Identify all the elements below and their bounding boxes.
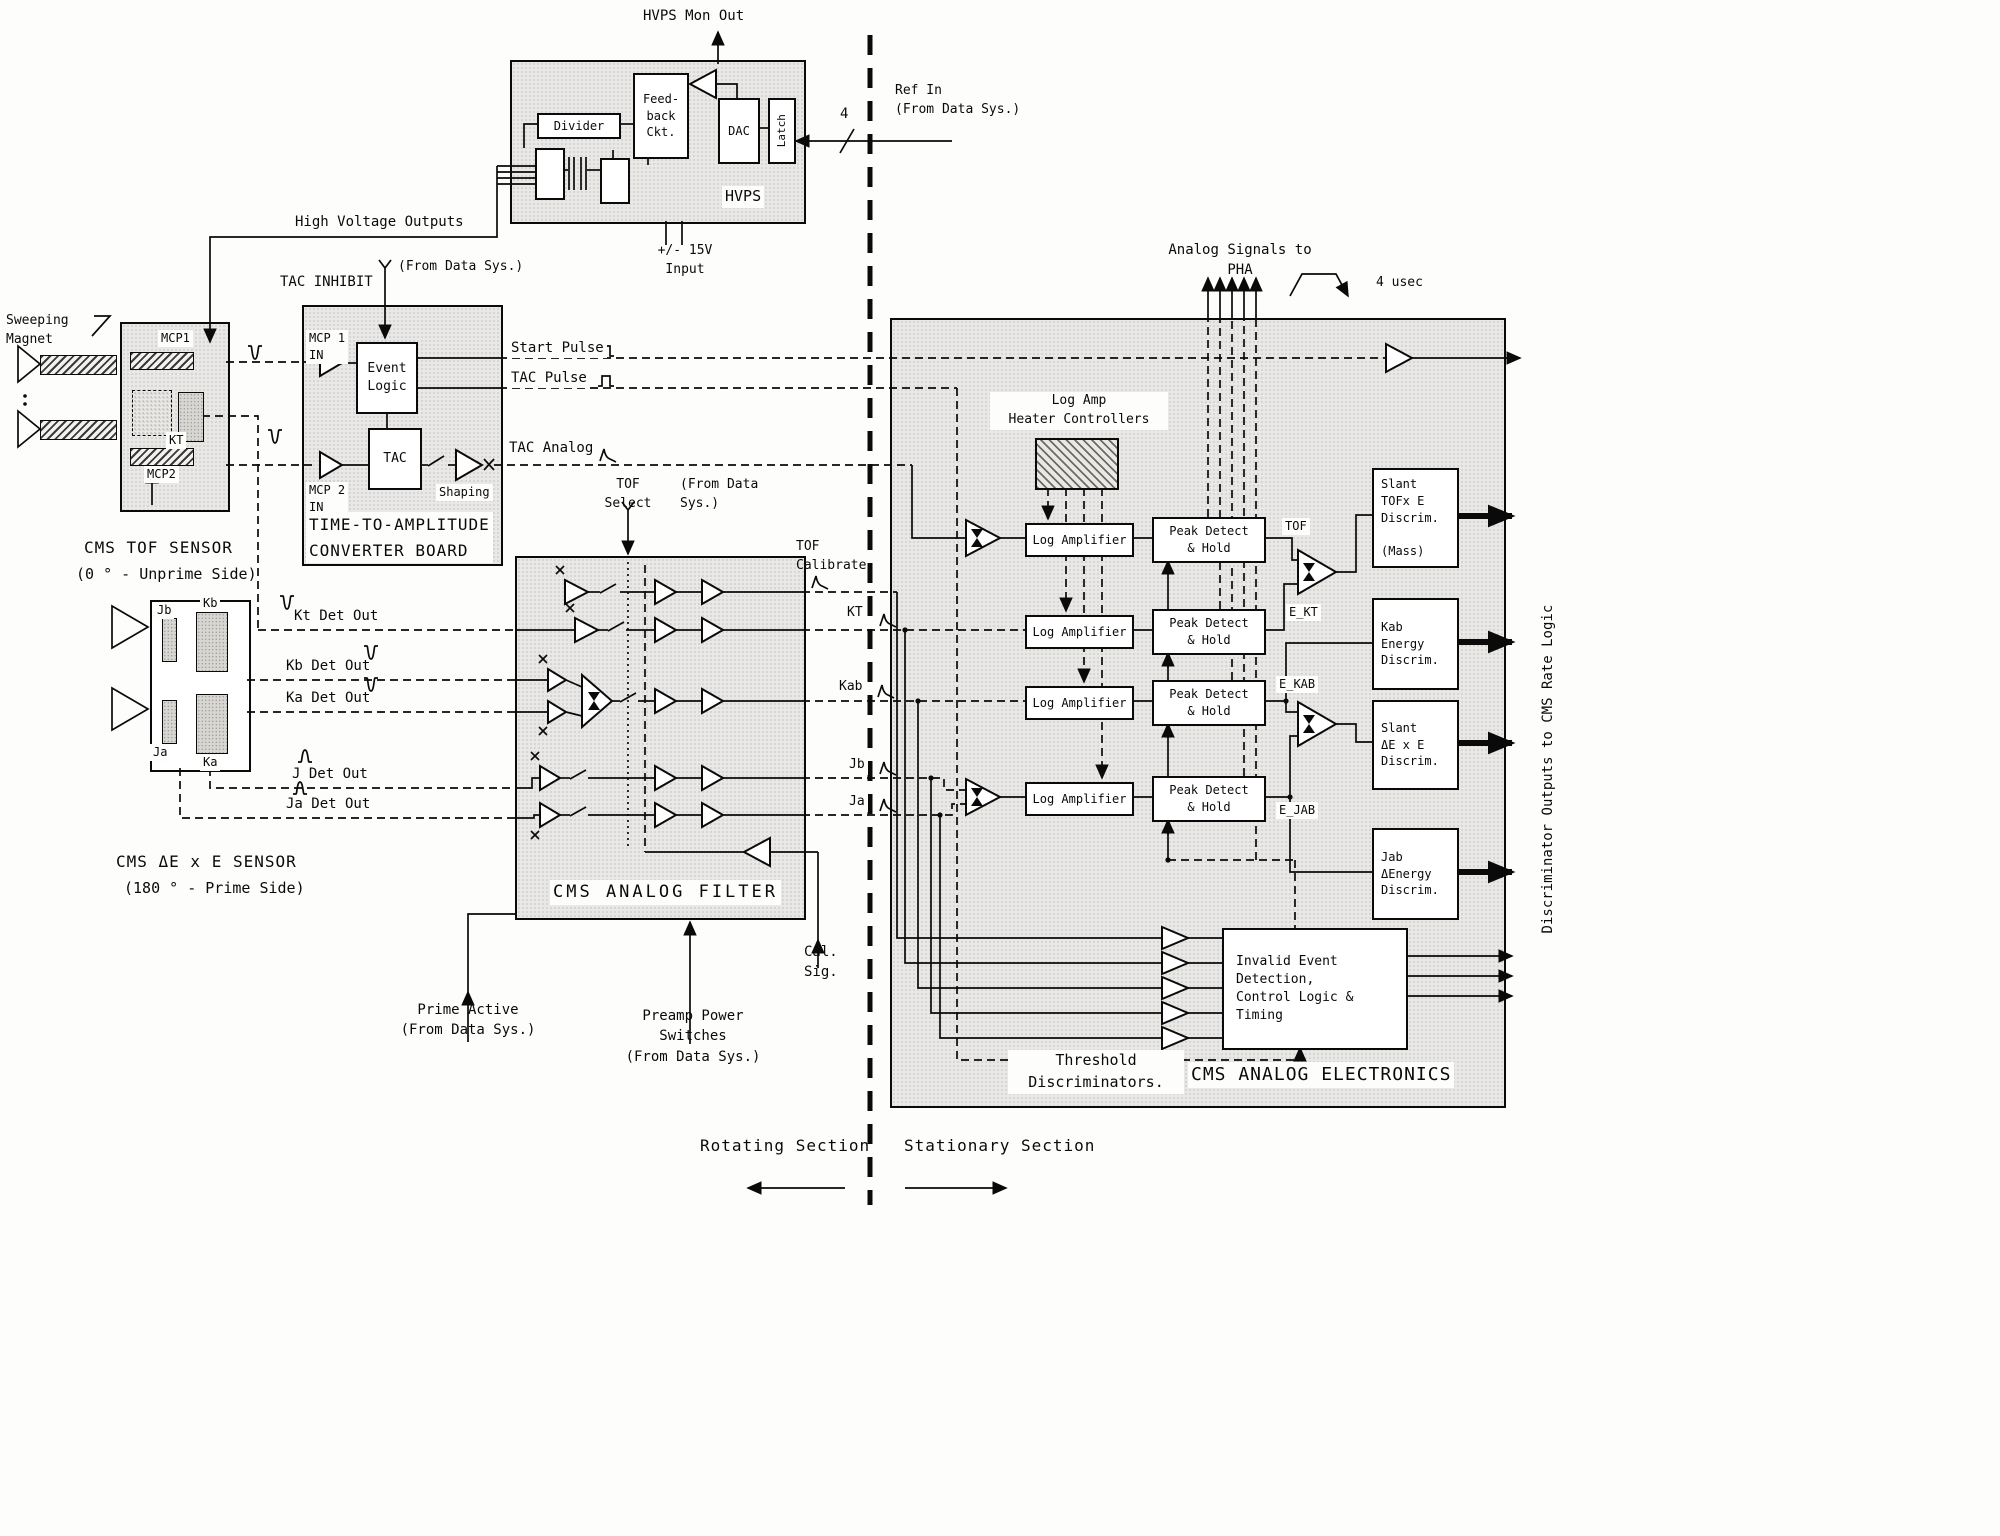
psu-input-label: +/- 15V Input: [657, 243, 713, 277]
analog-filter-title: CMS ANALOG FILTER: [550, 880, 781, 905]
mcp1-plate: [130, 352, 194, 370]
hv-outputs-label: High Voltage Outputs: [295, 214, 464, 230]
tac-analog-label: TAC Analog: [506, 438, 597, 459]
ka-det-out-label: Ka Det Out: [286, 690, 371, 706]
tof-sensor-title: CMS TOF SENSOR: [84, 538, 233, 557]
hvps-small-block-1: [535, 148, 565, 200]
ekt-node-label: E_KT: [1286, 604, 1321, 621]
kt-label: KT: [166, 432, 187, 449]
bus-width-label: 4: [840, 106, 849, 122]
log-amp-3: Log Amplifier: [1025, 686, 1134, 720]
sweeping-magnet-symbol: [17, 315, 112, 449]
sweeping-magnet-label: Sweeping Magnet: [6, 313, 69, 347]
prime-active-label: Prime Active (From Data Sys.): [400, 1002, 536, 1039]
cal-sig-label: Cal. Sig.: [804, 944, 838, 981]
kb-detector: [196, 612, 228, 672]
tof-sensor-subtitle: (0 ° - Unprime Side): [76, 565, 257, 583]
log-amp-4: Log Amplifier: [1025, 782, 1134, 816]
tof-select-source-label: (From Data Sys.): [680, 477, 759, 511]
ejab-node-label: E_JAB: [1276, 802, 1319, 819]
dac-block: DAC: [718, 98, 760, 164]
tof-node-label: TOF: [1282, 518, 1310, 535]
log-amp-1: Log Amplifier: [1025, 523, 1134, 557]
analog-filter-internals: [515, 501, 818, 868]
magnet-bar-bottom: [40, 420, 117, 440]
kt-det-out-label: Kt Det Out: [294, 608, 379, 624]
peak-detect-4: Peak Detect & Hold: [1152, 776, 1266, 822]
peak-detect-1: Peak Detect & Hold: [1152, 517, 1266, 563]
ka-label: Ka: [200, 754, 221, 771]
feedback-ckt-block: Feed- back Ckt.: [633, 73, 689, 159]
stationary-section-label: Stationary Section: [904, 1136, 1096, 1155]
tac-inhibit-label: TAC INHIBIT: [280, 274, 373, 290]
mcp2-label: MCP2: [144, 466, 179, 483]
hvps-title: HVPS: [722, 186, 765, 208]
event-logic-block: Event Logic: [356, 342, 418, 414]
divider-block: Divider: [537, 113, 621, 139]
ja-label: Ja: [150, 744, 171, 761]
kt-detector-block: [178, 392, 204, 442]
tof-sensor-wires: [145, 345, 316, 630]
rate-logic-label: Discriminator Outputs to CMS Rate Logic: [1539, 604, 1556, 934]
tac-block: TAC: [368, 428, 422, 490]
peak-detect-2: Peak Detect & Hold: [1152, 609, 1266, 655]
discrim-jab-energy: Jab ΔEnergy Discrim.: [1372, 828, 1459, 920]
magnet-bar-top: [40, 355, 117, 375]
hvps-small-block-2: [600, 158, 630, 204]
kb-det-out-label: Kb Det Out: [286, 658, 371, 674]
shaping-label: Shaping: [436, 484, 493, 501]
rotating-section-label: Rotating Section: [700, 1136, 871, 1155]
tac-pulse-label: TAC Pulse: [508, 368, 590, 389]
analog-electronics-title: CMS ANALOG ELECTRONICS: [1188, 1062, 1455, 1089]
peak-detect-3: Peak Detect & Hold: [1152, 680, 1266, 726]
heater-controllers-block: [1035, 438, 1119, 490]
mcp2-plate: [130, 448, 194, 466]
jb-detector: [162, 618, 177, 662]
usec-label: 4 usec: [1376, 275, 1423, 290]
detector-output-lines: [111, 595, 515, 819]
sig-ja-label: Ja: [846, 793, 868, 812]
tac-board-title: TIME-TO-AMPLITUDE CONVERTER BOARD: [306, 512, 493, 564]
hvps-wires: [203, 30, 952, 344]
j-det-out-label: J Det Out: [292, 766, 368, 782]
tof-aperture: [132, 390, 172, 436]
ja-det-out-label: Ja Det Out: [286, 796, 371, 812]
latch-block: Latch: [768, 98, 796, 164]
filter-output-glyphs: [811, 575, 897, 813]
ref-in-label: Ref In (From Data Sys.): [895, 83, 1021, 117]
log-amp-2: Log Amplifier: [1025, 615, 1134, 649]
mcp1-label: MCP1: [158, 330, 193, 347]
tof-calibrate-label: TOF Calibrate: [796, 539, 867, 573]
jb-label: Jb: [154, 602, 175, 619]
threshold-label: Threshold Discriminators.: [1008, 1050, 1184, 1094]
de-sensor-subtitle: (180 ° - Prime Side): [124, 879, 305, 897]
tac-inhibit-source-label: (From Data Sys.): [398, 259, 524, 274]
ekab-node-label: E_KAB: [1276, 676, 1319, 693]
discrim-mass: Slant TOFx E Discrim. (Mass): [1372, 468, 1459, 568]
discrim-dexe: Slant ΔE x E Discrim.: [1372, 700, 1459, 790]
filter-control-lines: [461, 852, 825, 1044]
ja-detector: [162, 700, 177, 744]
sig-kt-label: KT: [844, 604, 866, 623]
sig-kab-label: Kab: [836, 678, 866, 697]
tof-select-label: TOF Select: [604, 477, 652, 511]
sig-jb-label: Jb: [846, 756, 868, 775]
heaters-label: Log Amp Heater Controllers: [990, 392, 1168, 430]
pha-label: Analog Signals to PHA: [1168, 242, 1312, 279]
mcp2-in-label: MCP 2 IN: [306, 482, 349, 516]
kb-label: Kb: [200, 595, 221, 612]
preamp-power-label: Preamp Power Switches (From Data Sys.): [625, 1008, 761, 1065]
start-pulse-label: Start Pulse: [508, 338, 607, 359]
discrim-kab-energy: Kab Energy Discrim.: [1372, 598, 1459, 690]
section-divider: [746, 35, 1008, 1205]
de-sensor-title: CMS ΔE x E SENSOR: [116, 852, 297, 871]
invalid-event-block: Invalid Event Detection, Control Logic &…: [1222, 928, 1408, 1050]
mcp1-in-label: MCP 1 IN: [306, 330, 349, 364]
hvps-mon-out-label: HVPS Mon Out: [643, 8, 745, 24]
ka-detector: [196, 694, 228, 754]
